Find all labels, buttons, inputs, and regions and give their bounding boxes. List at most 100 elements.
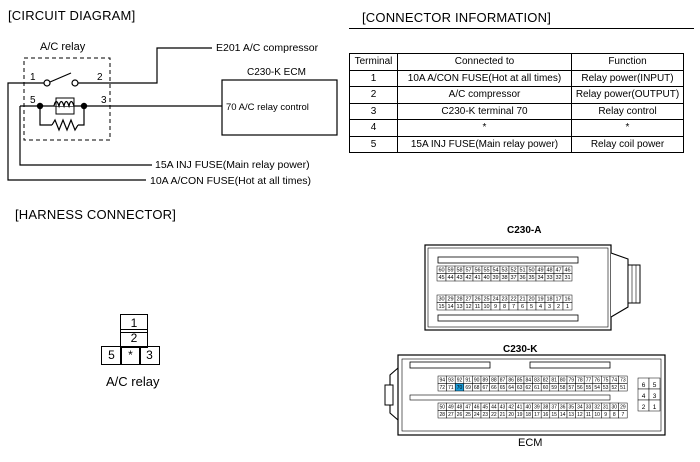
pin-number: 33 <box>586 405 592 411</box>
pin-number: 32 <box>594 405 600 411</box>
pin-number: 59 <box>551 385 557 391</box>
pin-cell <box>562 273 573 282</box>
acon-fuse-label: 10A A/CON FUSE(Hot at all times) <box>150 175 311 187</box>
pin-number: 75 <box>603 378 609 384</box>
pin-number: 84 <box>526 378 532 384</box>
pin-number: 37 <box>510 275 516 281</box>
pin-number: 44 <box>447 275 453 281</box>
pin-number: 60 <box>438 268 444 274</box>
pin-number: 67 <box>483 385 489 391</box>
table-header: Terminal <box>349 53 398 71</box>
pin-number: 8 <box>613 412 616 418</box>
pin-cell <box>618 410 628 419</box>
pin-number: 21 <box>500 412 506 418</box>
pin-number: 79 <box>569 378 575 384</box>
table-row: 4 * * <box>349 119 684 137</box>
table-cell: 4 <box>349 119 398 137</box>
pin-number: 43 <box>456 275 462 281</box>
pin-number: 71 <box>448 385 454 391</box>
table-header: Connected to <box>397 53 572 71</box>
table-cell: A/C compressor <box>397 86 572 104</box>
pin-number: 5 <box>653 382 657 389</box>
pin-number: 11 <box>586 412 591 418</box>
wire-inj-fuse <box>19 106 152 166</box>
pin-number: 33 <box>546 275 552 281</box>
pin-number: 54 <box>594 385 600 391</box>
ecm-pin-label: 70 A/C relay control <box>226 102 309 113</box>
pin-number: 54 <box>492 268 498 274</box>
c230k-label: C230-K <box>503 344 538 355</box>
harness-connector-title: [HARNESS CONNECTOR] <box>15 207 177 222</box>
table-cell: C230-K terminal 70 <box>397 102 572 120</box>
pin-number: 62 <box>526 385 532 391</box>
pin-number: 86 <box>508 378 514 384</box>
pin-number: 87 <box>500 378 506 384</box>
pin-number: 53 <box>501 268 507 274</box>
pin-number: 20 <box>508 412 514 418</box>
pin-number: 11 <box>475 304 481 310</box>
pin-number: 31 <box>603 405 609 411</box>
coil-core <box>55 97 75 115</box>
pin-number: 26 <box>474 297 480 303</box>
table-row: 3 C230-K terminal 70 Relay control <box>349 102 684 120</box>
pin-number: 88 <box>491 378 497 384</box>
pin-number: 7 <box>622 412 625 418</box>
pin-number: 15 <box>551 412 557 418</box>
pin-number: 2 <box>557 304 560 310</box>
pin-number: 47 <box>555 268 561 274</box>
pin-number: 56 <box>474 268 480 274</box>
pin-number: 30 <box>612 405 618 411</box>
pin-number: 58 <box>560 385 566 391</box>
pin-number: 57 <box>465 268 471 274</box>
pin-number: 15 <box>438 304 444 310</box>
pin-number: 76 <box>594 378 600 384</box>
inj-fuse-label: 15A INJ FUSE(Main relay power) <box>155 159 310 171</box>
pin-number: 39 <box>534 405 540 411</box>
pin-number: 51 <box>519 268 525 274</box>
pin-number: 46 <box>474 405 480 411</box>
pin-number: 90 <box>474 378 480 384</box>
pin-number: 74 <box>612 378 618 384</box>
pin-cell <box>562 302 573 311</box>
harness-relay-label: A/C relay <box>106 374 160 389</box>
pin-number: 24 <box>492 297 498 303</box>
pin-number: 30 <box>438 297 444 303</box>
pin-number: 68 <box>474 385 480 391</box>
pin-number: 8 <box>503 304 506 310</box>
pin-number: 60 <box>543 385 549 391</box>
table-header: Function <box>571 53 684 71</box>
pin-number: 50 <box>440 405 446 411</box>
divider <box>349 28 694 29</box>
pin-number: 23 <box>501 297 507 303</box>
pin-number: 42 <box>465 275 471 281</box>
ecm-title: C230-K ECM <box>247 67 306 78</box>
pin-number: 48 <box>457 405 463 411</box>
pin-number: 40 <box>483 275 489 281</box>
pin-number: 9 <box>494 304 497 310</box>
pin-number: 80 <box>560 378 566 384</box>
relay-label: A/C relay <box>40 41 86 53</box>
pin-number: 18 <box>526 412 532 418</box>
table-row: 2 A/C compressor Relay power(OUTPUT) <box>349 86 684 104</box>
table-cell: Relay power(OUTPUT) <box>571 86 684 104</box>
harness-cell-5: 5 <box>101 346 122 365</box>
pin-number: 65 <box>500 385 506 391</box>
pin-number: 55 <box>483 268 489 274</box>
pin-number: 49 <box>537 268 543 274</box>
pin-number: 51 <box>620 385 626 391</box>
pin-number: 10 <box>483 304 489 310</box>
pin-number: 41 <box>517 405 523 411</box>
pin-number: 57 <box>569 385 575 391</box>
pin-number: 49 <box>448 405 454 411</box>
pin-number: 4 <box>642 393 646 400</box>
pin-number: 27 <box>465 297 471 303</box>
pin-number: 16 <box>543 412 549 418</box>
pin-number: 12 <box>465 304 471 310</box>
table-cell: Relay control <box>571 102 684 120</box>
pin-number: 36 <box>519 275 525 281</box>
pin-number: 59 <box>447 268 453 274</box>
pin-number: 85 <box>517 378 523 384</box>
pin-label: 2 <box>97 72 103 83</box>
ecm-label: ECM <box>518 437 543 449</box>
